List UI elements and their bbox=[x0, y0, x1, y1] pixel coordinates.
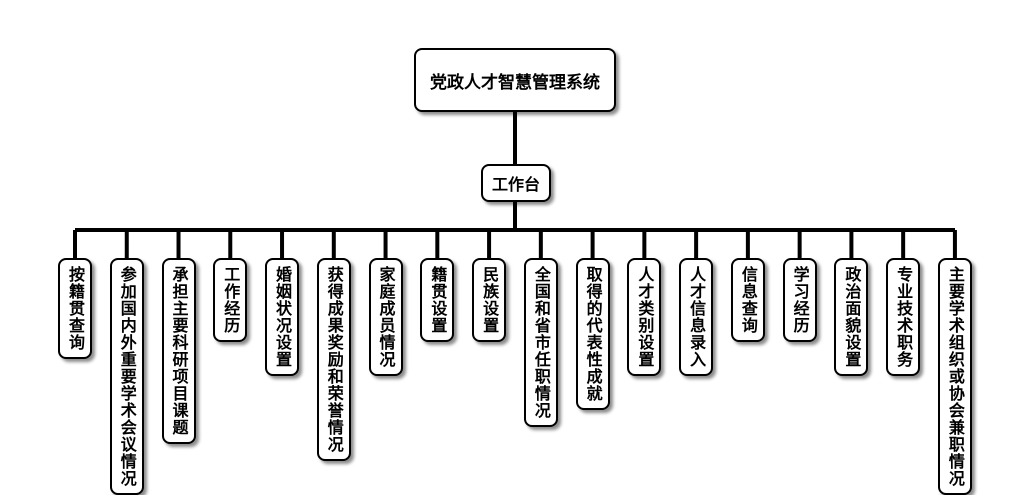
leaf-node: 参加国内外重要学术会议情况 bbox=[109, 258, 144, 495]
leaf-node: 人才信息录入 bbox=[679, 258, 714, 376]
leaf-node: 按籍贯查询 bbox=[58, 258, 92, 359]
leaf-node-label: 学习经历 bbox=[790, 266, 810, 334]
leaf-node-label: 民族设置 bbox=[480, 266, 500, 334]
leaf-node-label: 参加国内外重要学术会议情况 bbox=[117, 266, 137, 487]
leaf-node-label: 工作经历 bbox=[221, 266, 241, 334]
leaf-node: 信息查询 bbox=[730, 258, 765, 342]
leaf-node: 主要学术组织或协会兼职情况 bbox=[937, 258, 972, 495]
leaf-node-label: 婚姻状况设置 bbox=[273, 266, 293, 368]
leaf-node-label: 主要学术组织或协会兼职情况 bbox=[945, 266, 965, 487]
drop-lines bbox=[73, 230, 957, 259]
leaf-node-label: 信息查询 bbox=[738, 266, 758, 334]
leaf-node-label: 专业技术职务 bbox=[894, 266, 914, 368]
leaf-node-label: 取得的代表性成就 bbox=[583, 266, 603, 402]
leaf-node-label: 按籍贯查询 bbox=[66, 266, 85, 351]
leaf-node: 专业技术职务 bbox=[886, 258, 921, 376]
leaf-node: 婚姻状况设置 bbox=[265, 258, 300, 376]
leaf-node: 家庭成员情况 bbox=[368, 258, 403, 376]
leaf-node-label: 全国和省市任职情况 bbox=[531, 266, 551, 419]
leaf-node: 承担主要科研项目课题 bbox=[161, 258, 196, 444]
hub-node: 工作台 bbox=[481, 164, 551, 202]
leaf-node-label: 人才类别设置 bbox=[635, 266, 655, 368]
leaf-node: 籍贯设置 bbox=[420, 258, 455, 342]
leaf-node: 政治面貌设置 bbox=[834, 258, 869, 376]
leaf-node: 获得成果奖励和荣誉情况 bbox=[316, 258, 351, 461]
leaf-node: 工作经历 bbox=[213, 258, 248, 342]
leaf-node-label: 人才信息录入 bbox=[687, 266, 707, 368]
leaf-node-label: 家庭成员情况 bbox=[376, 266, 396, 368]
leaf-node: 全国和省市任职情况 bbox=[523, 258, 558, 427]
leaf-node: 人才类别设置 bbox=[627, 258, 662, 376]
leaf-node: 学习经历 bbox=[782, 258, 817, 342]
root-node: 党政人才智慧管理系统 bbox=[414, 48, 616, 112]
leaf-node-label: 承担主要科研项目课题 bbox=[169, 266, 189, 436]
leaf-node-label: 籍贯设置 bbox=[428, 266, 448, 334]
leaf-node: 取得的代表性成就 bbox=[575, 258, 610, 410]
leaf-node-label: 政治面貌设置 bbox=[842, 266, 862, 368]
leaf-node: 民族设置 bbox=[472, 258, 507, 342]
leaf-node-label: 获得成果奖励和荣誉情况 bbox=[324, 266, 344, 453]
hub-node-label: 工作台 bbox=[491, 175, 540, 194]
root-node-label: 党政人才智慧管理系统 bbox=[430, 72, 600, 93]
